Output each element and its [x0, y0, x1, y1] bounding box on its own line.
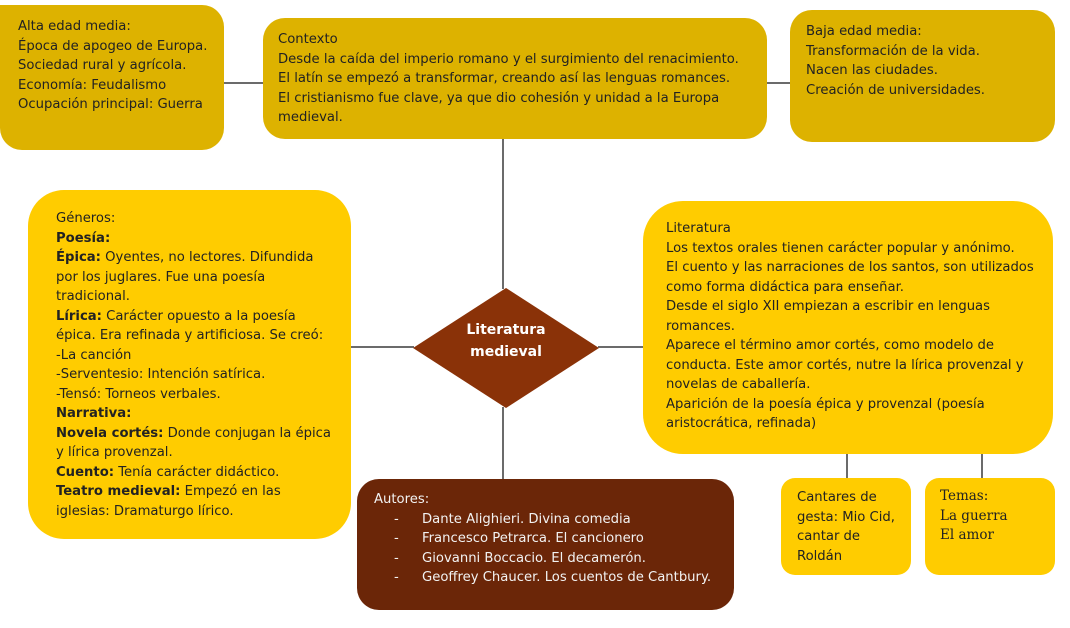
connector-contexto-center: [502, 139, 504, 289]
central-title: Literatura medieval: [413, 319, 599, 363]
literatura-line: Desde el siglo XII empiezan a escribir e…: [666, 299, 991, 314]
epica-text: Oyentes, no lectores. Difundida: [100, 250, 314, 265]
lirica-line: -La canción: [56, 347, 132, 363]
baja-line: Transformación de la vida.: [806, 43, 980, 59]
lirica-line: -Tensó: Torneos verbales.: [56, 386, 221, 402]
cantares-line: Cantares de: [797, 490, 877, 505]
poesia-heading: Poesía:: [56, 230, 111, 246]
baja-line: Creación de universidades.: [806, 82, 985, 98]
author-item: - Francesco Petrarca. El cancionero: [374, 529, 734, 549]
connector-contexto-baja: [766, 82, 791, 84]
dash-bullet: -: [394, 531, 399, 546]
teatro-text: Empezó en las: [180, 484, 281, 499]
narrativa-heading: Narrativa:: [56, 406, 132, 421]
temas-line: La guerra: [940, 507, 1008, 524]
alta-line: Sociedad rural y agrícola.: [18, 58, 187, 73]
literatura-line: romances.: [666, 318, 735, 334]
lirica-text: Carácter opuesto a la poesía: [101, 308, 296, 324]
author-text: Francesco Petrarca. El cancionero: [422, 531, 644, 546]
alta-line: Economía: Feudalismo: [18, 77, 167, 93]
dash-bullet: -: [394, 511, 399, 527]
autores-heading: Autores:: [374, 492, 430, 507]
epica-line: por los juglares. Fue una poesía: [56, 269, 266, 285]
baja-line: Baja edad media:: [806, 24, 922, 39]
literatura-box: Literatura Los textos orales tienen cará…: [643, 201, 1053, 454]
literatura-line: Los textos orales tienen carácter popula…: [666, 240, 1015, 256]
generos-box: Géneros: Poesía: Épica: Oyentes, no lect…: [28, 190, 351, 539]
author-item: - Geoffrey Chaucer. Los cuentos de Cantbu…: [374, 568, 734, 588]
cuento-text: Tenía carácter didáctico.: [114, 464, 280, 480]
contexto-line: El latín se empezó a transformar, creand…: [278, 71, 731, 86]
epica-line: tradicional.: [56, 289, 130, 304]
connector-literatura-cantares: [846, 453, 848, 479]
cantares-line: cantar de: [797, 529, 861, 544]
alta-line: Alta edad media:: [18, 19, 131, 34]
literatura-line: aristocrática, refinada): [666, 416, 817, 431]
contexto-line: Contexto: [278, 32, 338, 47]
contexto-line: El cristianismo fue clave, ya que dio co…: [278, 90, 720, 106]
temas-box: Temas: La guerra El amor: [925, 478, 1055, 575]
contexto-line: Desde la caída del imperio romano y el s…: [278, 51, 739, 67]
novela-label: Novela cortés:: [56, 425, 164, 441]
alta-edad-media-box: Alta edad media: Época de apogeo de Euro…: [0, 5, 224, 150]
author-text: Geoffrey Chaucer. Los cuentos de Cantbur…: [422, 570, 712, 585]
teatro-line: iglesias: Dramaturgo lírico.: [56, 503, 234, 519]
cuento-label: Cuento:: [56, 464, 115, 480]
literatura-line: como forma didáctica para enseñar.: [666, 279, 904, 295]
literatura-line: El cuento y las narraciones de los santo…: [666, 260, 1034, 275]
cantares-line: Roldán: [797, 548, 843, 564]
dash-bullet: -: [394, 570, 399, 585]
author-text: Giovanni Boccacio. El decamerón.: [422, 550, 646, 566]
temas-line: Temas:: [940, 488, 989, 504]
teatro-label: Teatro medieval:: [56, 484, 181, 499]
diamond-shape: [413, 288, 599, 408]
novela-text: Donde conjugan la épica: [163, 425, 331, 441]
author-item: - Giovanni Boccacio. El decamerón.: [374, 549, 734, 569]
connector-center-autores: [502, 407, 504, 480]
connector-generos-center: [350, 346, 414, 348]
central-diamond: [413, 288, 599, 408]
connector-center-literatura: [598, 346, 644, 348]
temas-line: El amor: [940, 527, 994, 543]
literatura-line: novelas de caballería.: [666, 377, 811, 392]
alta-line: Ocupación principal: Guerra: [18, 97, 203, 112]
lirica-label: Lírica:: [56, 308, 102, 324]
literatura-line: conducta. Este amor cortés, nutre la lír…: [666, 357, 1024, 373]
cantares-line: gesta: Mio Cid,: [797, 509, 895, 525]
contexto-line: medieval.: [278, 110, 343, 125]
connector-literatura-temas: [981, 453, 983, 479]
literatura-line: Aparición de la poesía épica y provenzal…: [666, 396, 985, 412]
literatura-line: Literatura: [666, 221, 731, 236]
literatura-line: Aparece el término amor cortés, como mod…: [666, 338, 994, 353]
connector-alta-contexto: [224, 82, 264, 84]
lirica-line: épica. Era refinada y artificiosa. Se cr…: [56, 328, 324, 343]
contexto-box: Contexto Desde la caída del imperio roma…: [263, 18, 767, 139]
author-item: - Dante Alighieri. Divina comedia: [374, 510, 734, 530]
baja-line: Nacen las ciudades.: [806, 63, 938, 78]
autores-box: Autores: - Dante Alighieri. Divina comedi…: [357, 479, 734, 610]
epica-label: Épica:: [56, 250, 101, 265]
novela-line: y lírica provenzal.: [56, 445, 173, 460]
central-title-line: medieval: [470, 344, 542, 360]
author-text: Dante Alighieri. Divina comedia: [422, 511, 631, 527]
cantares-box: Cantares de gesta: Mio Cid, cantar de Ro…: [781, 478, 911, 575]
lirica-line: -Serventesio: Intención satírica.: [56, 367, 266, 382]
central-title-line: Literatura: [466, 322, 546, 338]
generos-heading: Géneros:: [56, 211, 116, 226]
alta-line: Época de apogeo de Europa.: [18, 38, 208, 54]
baja-edad-media-box: Baja edad media: Transformación de la vi…: [790, 10, 1055, 142]
dash-bullet: -: [394, 550, 399, 566]
